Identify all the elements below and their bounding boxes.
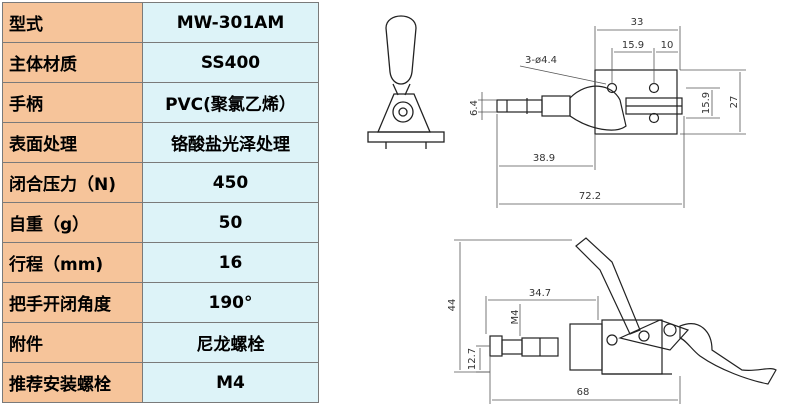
dim-plunger-extension: 38.9 (533, 153, 555, 164)
spec-value: SS400 (142, 42, 319, 83)
spec-row: 行程（mm)16 (2, 242, 319, 283)
dim-base-length: 68 (577, 387, 590, 398)
spec-value: 铬酸盐光泽处理 (142, 122, 319, 163)
dim-plunger-dia: 6.4 (469, 100, 480, 116)
spec-row: 自重（g）50 (2, 202, 319, 243)
dim-hole-spacing: 15.9 (622, 40, 644, 51)
spec-label: 行程（mm) (2, 242, 143, 283)
spec-label: 推荐安装螺栓 (2, 362, 143, 403)
spec-value: 50 (142, 202, 319, 243)
side-view-dimension-labels: 44 34.7 M4 12.7 68 (447, 288, 589, 398)
spec-value: 190° (142, 282, 319, 323)
dim-hole-vertical: 15.9 (701, 92, 712, 114)
dim-thread: M4 (510, 310, 521, 325)
spec-value: 尼龙螺栓 (142, 322, 319, 363)
spec-label: 表面处理 (2, 122, 143, 163)
dim-thread-length: 34.7 (529, 288, 551, 299)
spec-label: 型式 (2, 2, 143, 43)
dim-total-length: 72.2 (579, 191, 601, 202)
dim-holes: 3-ø4.4 (525, 55, 557, 66)
top-view-dimension-labels: 33 15.9 10 3-ø4.4 6.4 15.9 27 38.9 72.2 (469, 17, 740, 202)
dim-hole-edge: 10 (661, 40, 674, 51)
spec-label: 手柄 (2, 82, 143, 123)
spec-row: 表面处理铬酸盐光泽处理 (2, 122, 319, 163)
dim-plunger-height: 12.7 (467, 348, 478, 370)
dim-height: 44 (447, 299, 458, 312)
dim-width-overall: 33 (631, 17, 644, 28)
front-view-drawing (367, 15, 445, 149)
spec-value: M4 (142, 362, 319, 403)
spec-value: 450 (142, 162, 319, 203)
spec-label: 自重（g） (2, 202, 143, 243)
spec-value: MW-301AM (142, 2, 319, 43)
spec-value: PVC(聚氯乙烯） (142, 82, 319, 123)
spec-value: 16 (142, 242, 319, 283)
top-view-dimension-lines (478, 26, 746, 208)
dim-base-height: 27 (729, 96, 740, 109)
side-view-drawing (489, 237, 777, 385)
spec-label: 把手开闭角度 (2, 282, 143, 323)
spec-row: 闭合压力（N)450 (2, 162, 319, 203)
spec-label: 闭合压力（N) (2, 162, 143, 203)
side-view-dimension-lines (454, 239, 681, 404)
